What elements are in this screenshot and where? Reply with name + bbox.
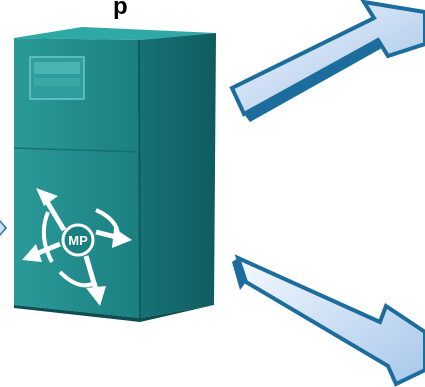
mp-badge: MP <box>63 225 93 255</box>
server-side-face <box>139 33 216 318</box>
mp-badge-label: MP <box>68 233 88 248</box>
arrow-to-bottom-right <box>232 258 425 384</box>
top-partial-label: p <box>113 0 128 20</box>
server-tower <box>14 27 216 322</box>
arrow-to-top-right <box>232 2 425 122</box>
arrow-from-left <box>0 220 7 236</box>
